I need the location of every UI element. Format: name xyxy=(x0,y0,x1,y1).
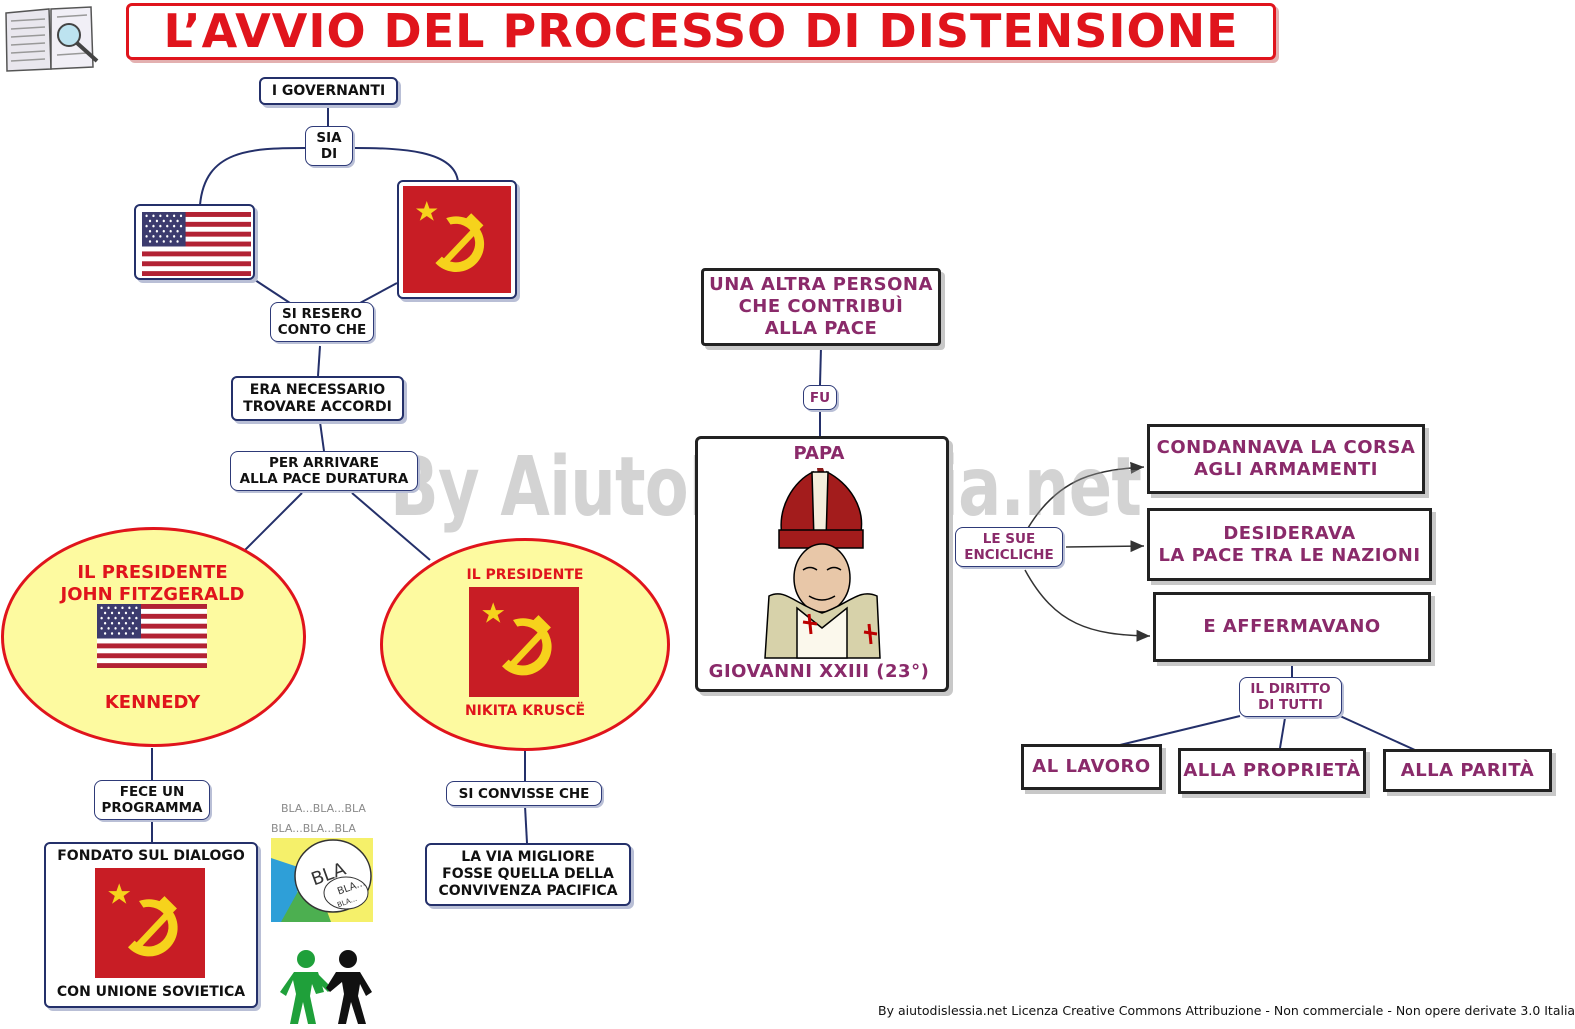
fondato-top: FONDATO SUL DIALOGO xyxy=(57,848,245,864)
speech-bubbles-icon: BLA...BLA...BLA BLA...BLA...BLA BLA BLA.… xyxy=(271,798,373,922)
handshake-figures-icon xyxy=(280,950,372,1024)
bla-line-2: BLA...BLA...BLA xyxy=(271,822,356,835)
link-sia-di: SIA DI xyxy=(305,126,353,166)
link-diritto: IL DIRITTO DI TUTTI xyxy=(1239,677,1342,717)
usa-flag-icon xyxy=(142,212,251,276)
usa-flag-icon xyxy=(97,604,207,668)
soviet-flag-icon xyxy=(403,186,511,293)
kennedy-name: KENNEDY xyxy=(104,692,201,713)
papa-name: GIOVANNI XXIII (23°) xyxy=(708,661,930,682)
krusce-title: IL PRESIDENTE xyxy=(466,567,584,583)
box-affermavano: E AFFERMAVANO xyxy=(1153,592,1431,662)
soviet-flag-icon xyxy=(469,587,579,697)
box-condannava: CONDANNAVA LA CORSA AGLI ARMAMENTI xyxy=(1147,424,1425,494)
node-era-necessario: ERA NECESSARIO TROVARE ACCORDI xyxy=(231,376,404,421)
page-title: L’AVVIO DEL PROCESSO DI DISTENSIONE xyxy=(126,3,1276,60)
link-fece-programma: FECE UN PROGRAMMA xyxy=(94,780,210,820)
usa-flag-frame xyxy=(134,204,255,280)
book-logo-icon xyxy=(5,6,99,72)
soviet-flag-frame xyxy=(397,180,517,299)
license-text: By aiutodislessia.net Licenza Creative C… xyxy=(878,1003,1575,1018)
box-lavoro: AL LAVORO xyxy=(1021,744,1162,790)
kennedy-title: IL PRESIDENTE JOHN FITZGERALD xyxy=(60,562,245,605)
box-parita: ALLA PARITÀ xyxy=(1383,749,1552,792)
node-via-migliore: LA VIA MIGLIORE FOSSE QUELLA DELLA CONVI… xyxy=(425,843,631,906)
box-proprieta: ALLA PROPRIETÀ xyxy=(1178,748,1366,794)
link-si-convisse: SI CONVISSE CHE xyxy=(446,781,602,806)
link-encicliche: LE SUE ENCICLICHE xyxy=(955,527,1063,567)
link-si-resero: SI RESERO CONTO CHE xyxy=(270,302,374,342)
bla-line-1: BLA...BLA...BLA xyxy=(281,802,366,815)
fondato-bottom: CON UNIONE SOVIETICA xyxy=(56,984,246,1000)
box-altra-persona: UNA ALTRA PERSONA CHE CONTRIBUÌ ALLA PAC… xyxy=(701,268,941,346)
krusce-name: NIKITA KRUSCË xyxy=(464,703,586,719)
pope-portrait-icon xyxy=(764,468,881,659)
node-governanti: I GOVERNANTI xyxy=(259,77,398,105)
link-fu: FU xyxy=(803,385,837,410)
papa-label: PAPA xyxy=(793,443,845,464)
box-desiderava: DESIDERAVA LA PACE TRA LE NAZIONI xyxy=(1147,508,1432,581)
link-per-arrivare: PER ARRIVARE ALLA PACE DURATURA xyxy=(230,451,418,491)
soviet-flag-icon xyxy=(95,868,205,978)
